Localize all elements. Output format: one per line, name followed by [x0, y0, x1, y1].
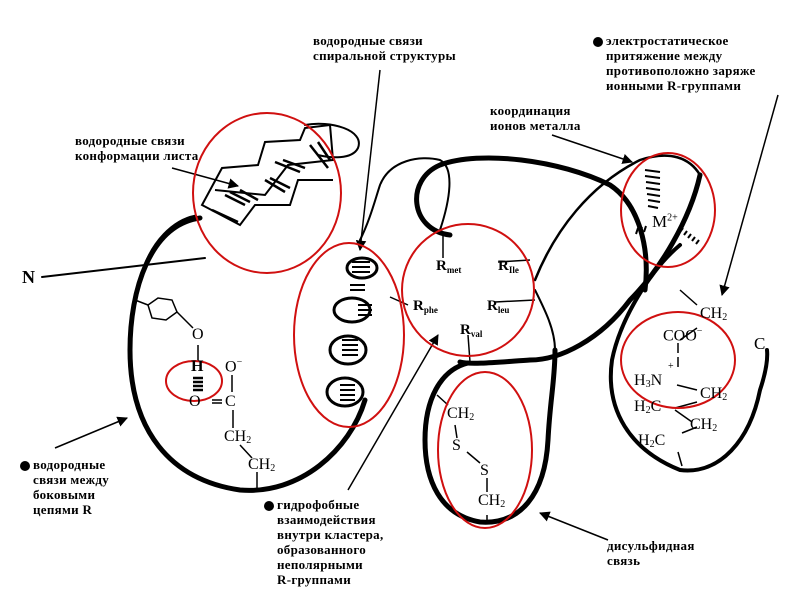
label-hydrophobic: гидрофобные взаимодействия внутри класте… [264, 497, 384, 587]
label-electrostatic: электростатическое притяжение между прот… [593, 33, 756, 93]
atom-o-double: O [189, 393, 201, 410]
salt-ch2-top: CH2 [700, 305, 728, 323]
r-group-ile: RIle [498, 258, 519, 275]
label-helix-hbonds: водородные связи спиральной структуры [313, 33, 456, 63]
metal-ion: M2+ [652, 212, 678, 231]
atom-o-minus: O− [225, 357, 243, 376]
label-metal-coordination: координация ионов металла [490, 103, 581, 133]
bullet-icon [593, 37, 603, 48]
r-group-leu: Rleu [487, 298, 510, 315]
annotation-arrows [54, 69, 779, 541]
arrow-hydrophobic [347, 334, 439, 491]
ds-s2: S [480, 462, 489, 479]
group-ch2-b: CH2 [248, 456, 276, 474]
bullet-icon [20, 461, 30, 472]
bullet-icon [264, 501, 274, 512]
backbone-right-loop [608, 243, 770, 473]
atom-o-phenol: O [192, 326, 204, 343]
atom-h: H [191, 358, 204, 375]
r-group-val: Rval [460, 322, 483, 339]
highlight-hbond [165, 360, 223, 402]
group-h3n: H3N [634, 372, 663, 390]
label-sidechain-hbonds: водородные связи между боковыми цепями R [20, 457, 109, 517]
ds-ch2-bot: CH2 [478, 492, 506, 510]
arrow-sheet [171, 167, 240, 189]
r-group-met: Rmet [436, 258, 462, 275]
ds-ch2-top: CH2 [447, 405, 475, 423]
group-h2c-a: H2C [634, 398, 662, 416]
group-ch2-a: CH2 [224, 428, 252, 446]
alpha-helix [325, 256, 379, 408]
n-terminus: N [22, 267, 35, 287]
label-sheet-hbonds: водородные связи конформации листа [75, 133, 199, 163]
highlight-circles [165, 112, 736, 529]
arrow-disulfide [539, 511, 609, 541]
arrow-sidechain [54, 416, 128, 449]
tyrosine-ring [134, 297, 199, 362]
arrow-electrostatic [719, 94, 779, 297]
salt-ch2-c: CH2 [690, 416, 718, 434]
backbone-central-loop [414, 155, 649, 293]
plus-charge: + [668, 361, 674, 372]
sidechain-bonds [193, 375, 258, 488]
n-terminus-line [41, 257, 206, 278]
label-disulfide: дисульфидная связь [607, 538, 695, 568]
highlight-disulfide [437, 371, 533, 529]
metal-coordination-bonds [635, 169, 700, 245]
r-group-bonds [389, 235, 536, 363]
highlight-metal [620, 152, 716, 268]
salt-bridge-bonds [674, 289, 698, 467]
backbone [41, 122, 770, 525]
backbone-disulfide-loop [422, 347, 558, 525]
highlight-salt-bridge [620, 311, 736, 409]
salt-ch2-b: CH2 [700, 385, 728, 403]
beta-sheet [200, 123, 335, 227]
arrow-helix [355, 69, 381, 252]
highlight-sheet [192, 112, 342, 274]
c-terminus: C [754, 334, 766, 353]
highlight-hydrophobic [401, 223, 535, 357]
group-coo: COO− [663, 326, 703, 345]
atom-c-carboxyl: C [225, 393, 236, 410]
ds-s1: S [452, 437, 461, 454]
r-group-phe: Rphe [413, 298, 438, 315]
group-h2c-b: H2C [638, 432, 666, 450]
highlight-helix [293, 242, 405, 428]
disulfide-bonds [436, 394, 488, 522]
arrow-metal [551, 134, 633, 164]
